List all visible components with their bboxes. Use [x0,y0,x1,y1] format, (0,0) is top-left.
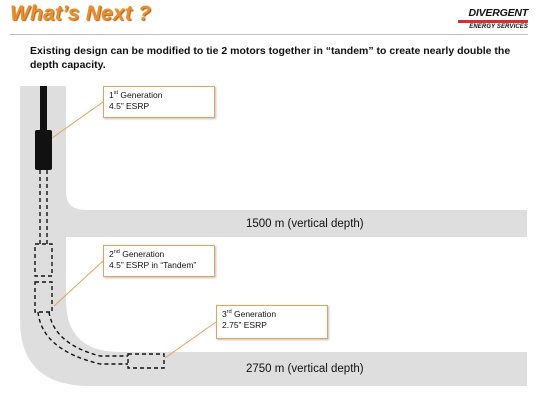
motor-1st-gen [35,130,52,170]
wellbore-curve-shallow [66,192,86,210]
motor-2nd-gen-upper [34,243,53,277]
slide-title: What’s Next ? [10,2,152,25]
slide-subtitle: Existing design can be modified to tie 2… [30,45,511,71]
motor-3rd-gen [127,353,165,369]
callout-1st-generation: 1st Generation 4.5” ESRP [103,86,215,118]
callout-3rd-generation: 3rd Generation 2.75” ESRP [216,305,328,339]
depth-label-shallow: 1500 m (vertical depth) [246,218,364,230]
callout-3rd-title: 3rd Generation [222,309,277,319]
callout-2nd-title: 2nd Generation [109,249,165,259]
leader-1st [51,101,104,139]
callout-2nd-desc: 4.5” ESRP in “Tandem” [109,260,197,270]
motor-2nd-gen-lower [34,281,53,313]
dashed-curve-left [37,311,128,365]
logo-bar [458,20,528,23]
callout-1st-title: 1st Generation [109,90,163,100]
logo-name: DIVERGENT [468,7,529,19]
logo-tagline: ENERGY SERVICES [469,24,528,30]
motor-cable-solid [40,86,47,132]
callout-3rd-desc: 2.75” ESRP [222,320,267,330]
wellbore-lateral-shallow [66,210,527,237]
wellbore-vertical [20,86,527,386]
leader-3rd [164,321,217,359]
dashed-curve-right [48,311,128,357]
callout-1st-desc: 4.5” ESRP [109,101,150,111]
company-logo: DIVERGENT ENERGY SERVICES [458,8,528,31]
title-divider [10,34,528,35]
leader-2nd [53,260,104,307]
depth-label-deep: 2750 m (vertical depth) [246,363,364,375]
callout-2nd-generation: 2nd Generation 4.5” ESRP in “Tandem” [103,245,215,277]
